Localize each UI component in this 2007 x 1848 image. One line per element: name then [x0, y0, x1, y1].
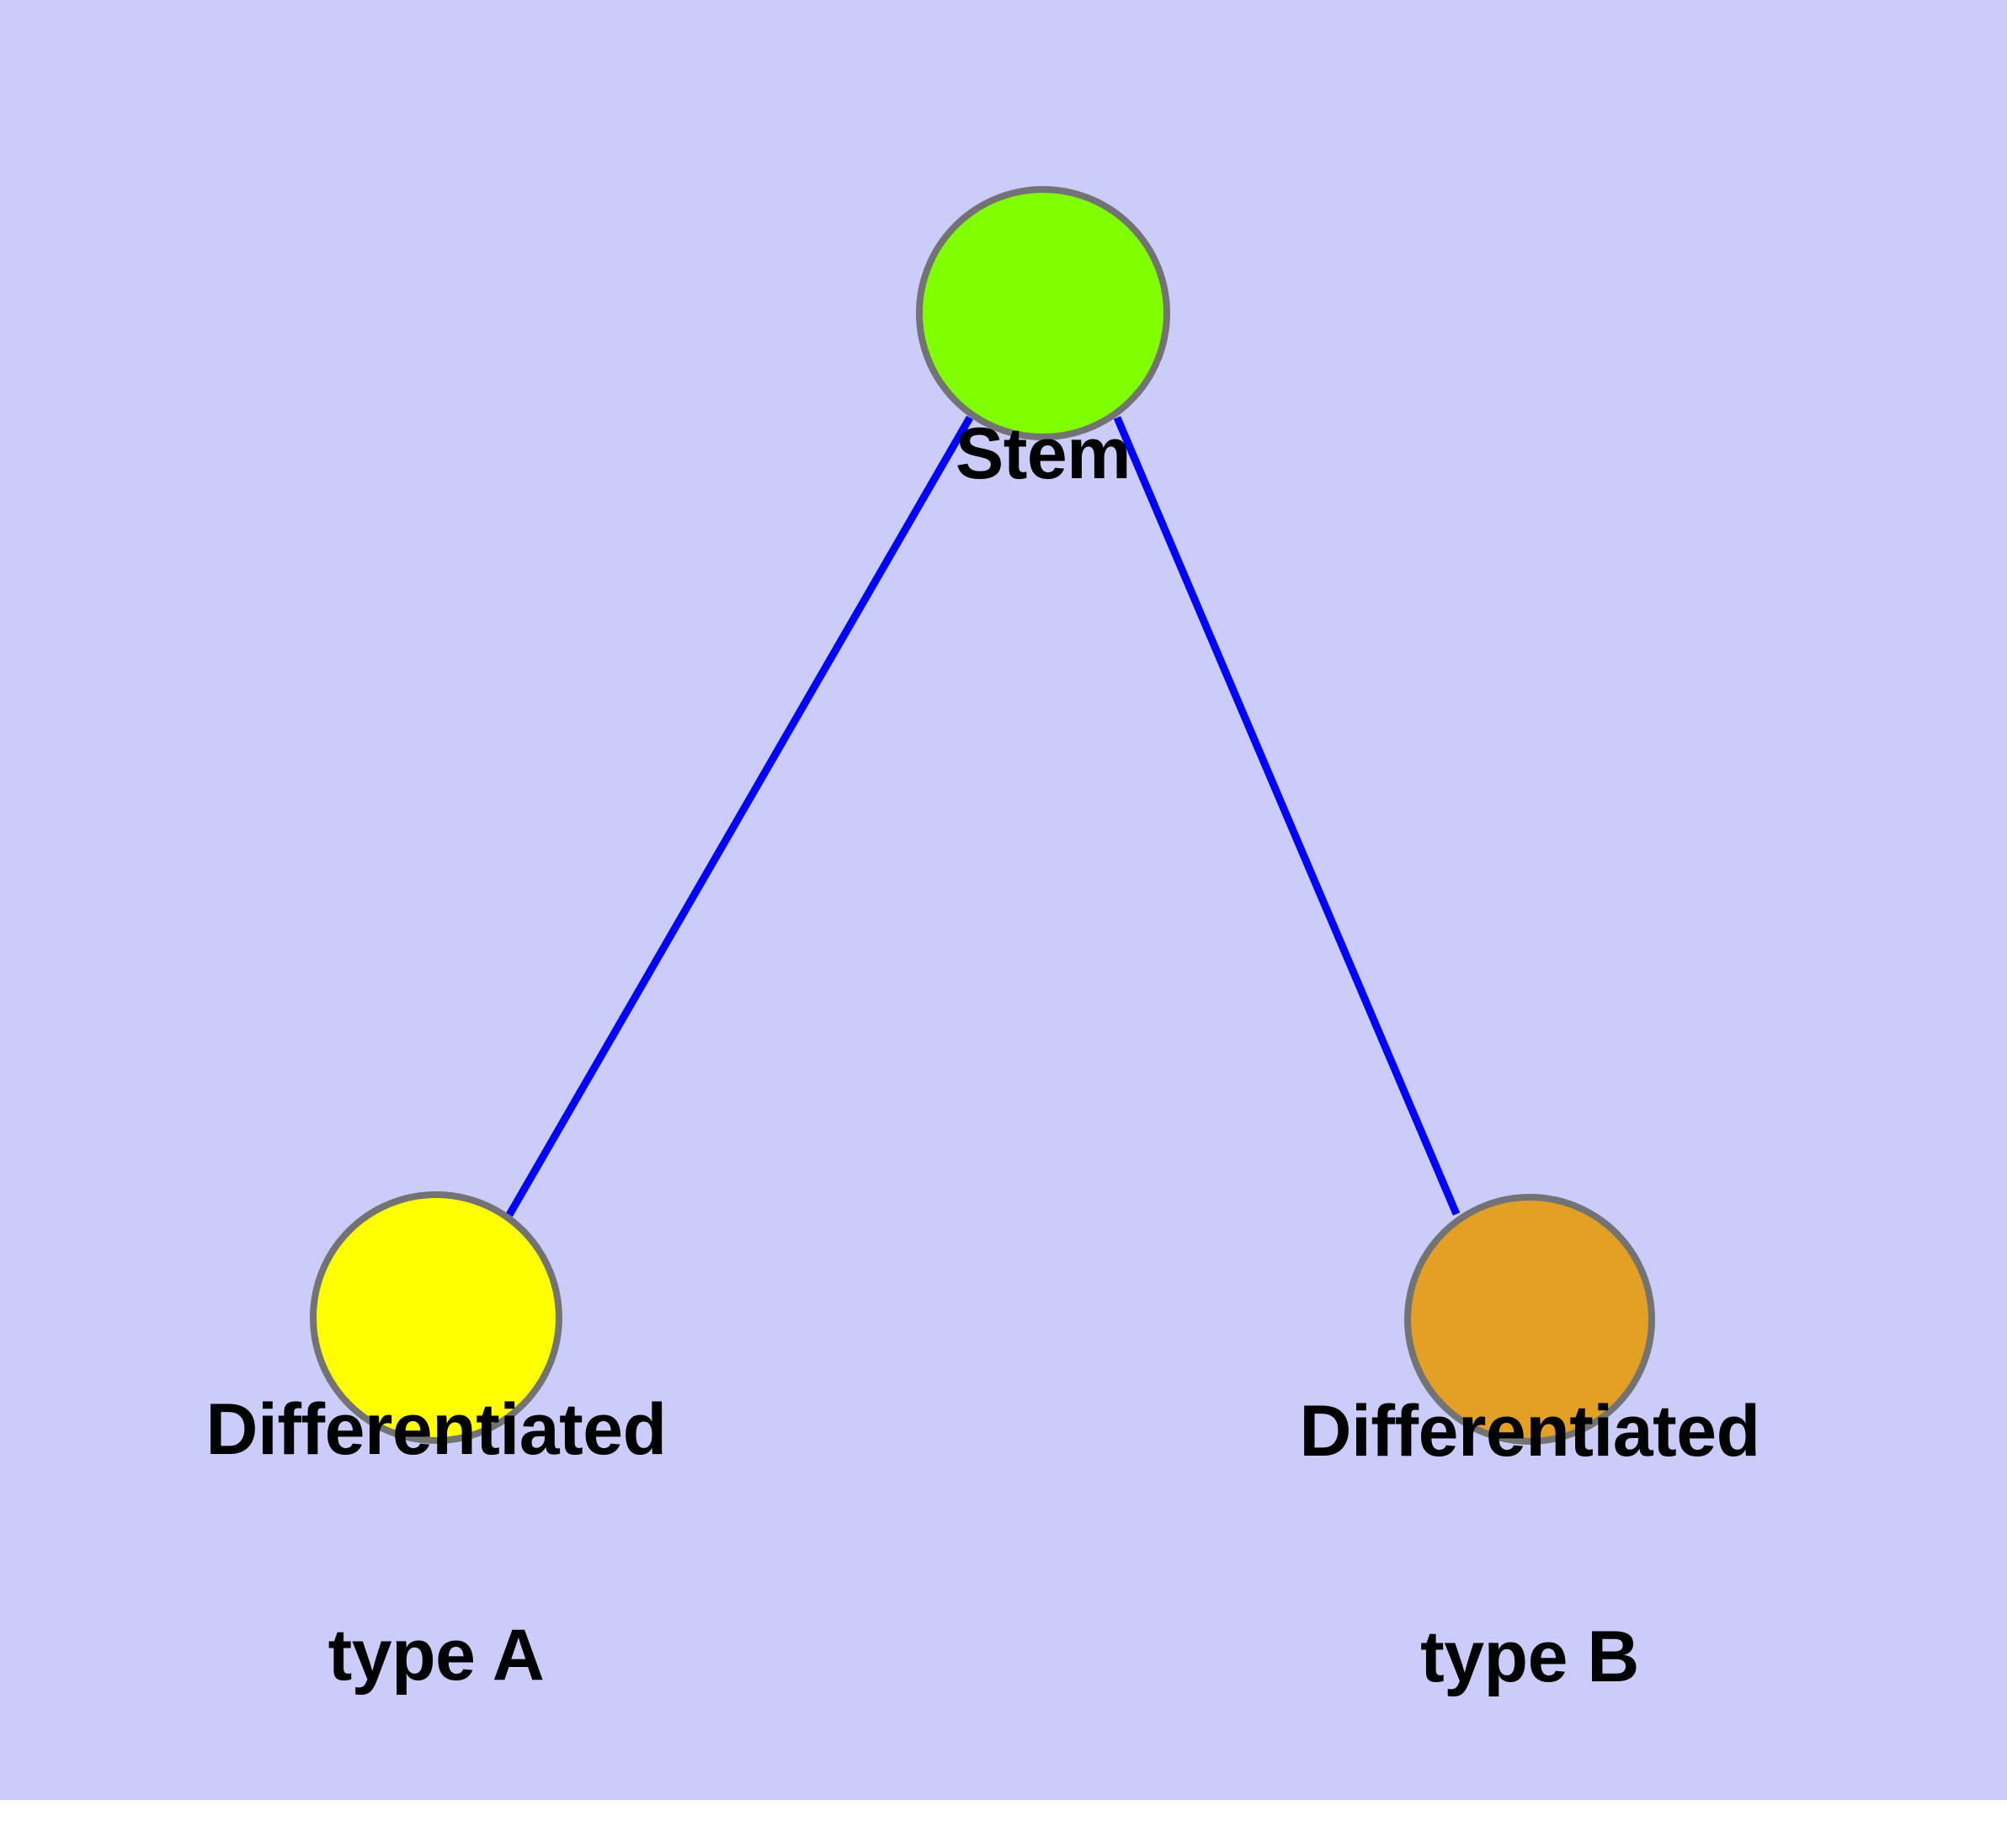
diagram-canvas: Stem Differentiated type A Differentiate…: [0, 0, 2007, 1800]
edge-stem-to-differentiated-type-b[interactable]: [1113, 416, 1461, 1216]
node-circle-stem[interactable]: [916, 186, 1170, 440]
edge-stem-to-differentiated-type-a[interactable]: [506, 415, 973, 1217]
graph-svg: [310, 186, 1655, 1445]
node-circle-differentiated-type-b[interactable]: [1404, 1194, 1655, 1445]
node-circle-differentiated-type-a[interactable]: [310, 1191, 562, 1444]
